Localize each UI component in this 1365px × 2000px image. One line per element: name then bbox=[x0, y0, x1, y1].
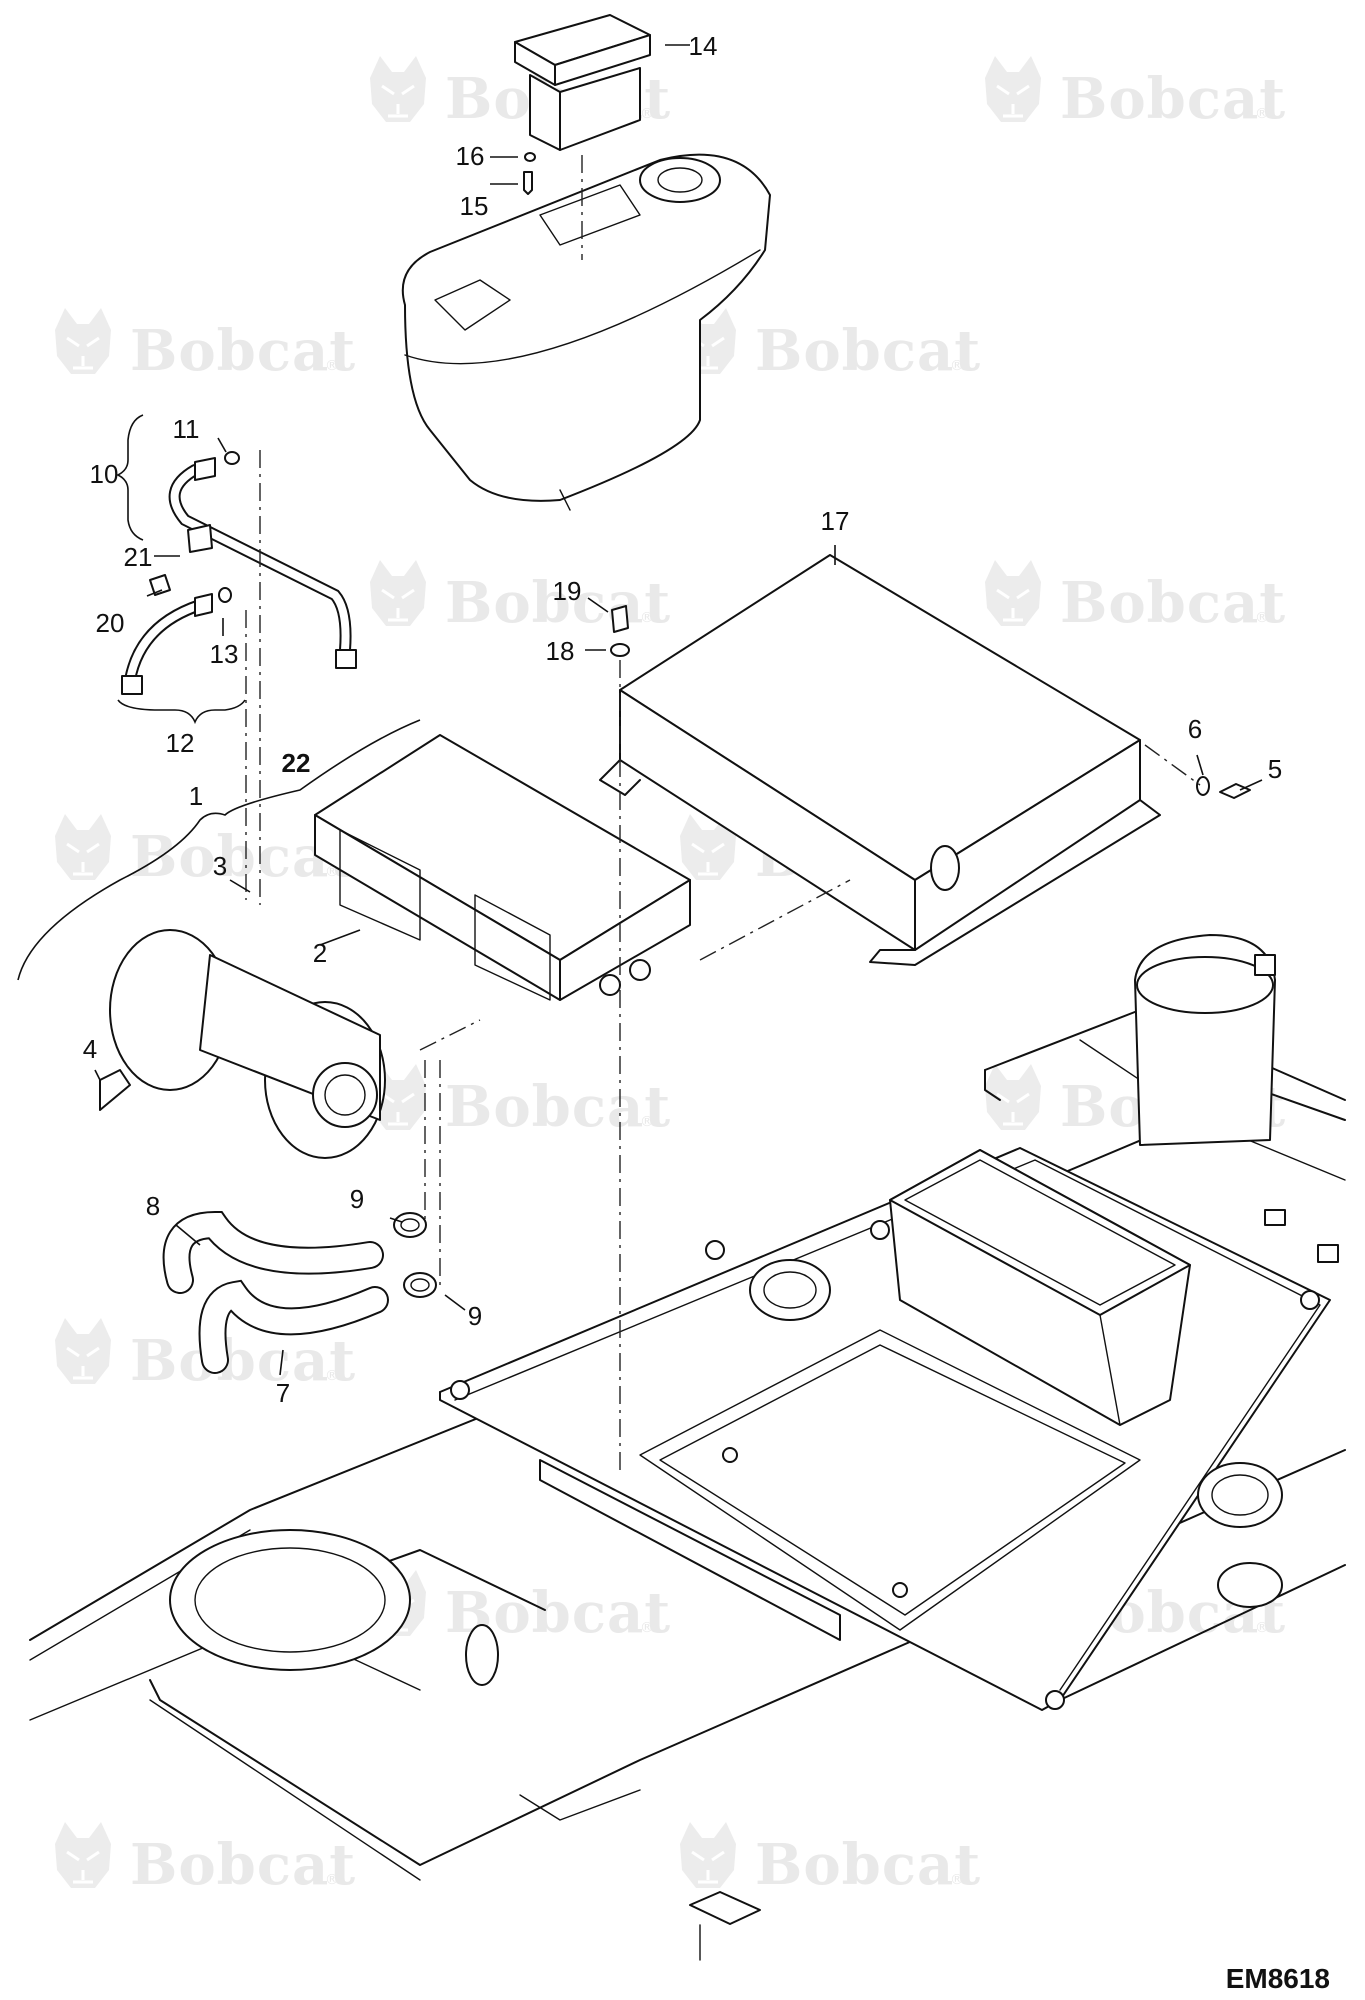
bobcat-logo-icon bbox=[53, 1820, 113, 1890]
callout-2: 2 bbox=[313, 938, 327, 968]
drawing-code: EM8618 bbox=[1226, 1963, 1330, 1994]
watermark-item: Bobcat ® bbox=[983, 558, 1286, 636]
callout-12: 12 bbox=[166, 728, 195, 758]
callout-11: 11 bbox=[173, 414, 200, 444]
callout-19: 19 bbox=[553, 576, 582, 606]
watermark-item: Bobcat ® bbox=[368, 1568, 670, 1646]
callout-15: 15 bbox=[460, 191, 489, 221]
part-2-heater-core bbox=[314, 734, 691, 1001]
watermark-registered: ® bbox=[640, 1620, 654, 1636]
bobcat-logo-icon bbox=[368, 54, 428, 124]
callout-4: 4 bbox=[83, 1034, 97, 1064]
bobcat-logo-icon bbox=[368, 558, 428, 628]
watermark-item: Bobcat ® bbox=[368, 1062, 671, 1140]
parts-18-19-bolt-washer bbox=[610, 605, 630, 657]
watermark-registered: ® bbox=[325, 1368, 339, 1384]
callout-16: 16 bbox=[456, 141, 485, 171]
part-7-hose bbox=[198, 1279, 389, 1374]
callout-3: 3 bbox=[213, 851, 227, 881]
part-4-bracket bbox=[99, 1069, 131, 1111]
watermark-text: Bobcat bbox=[130, 318, 356, 384]
watermark-text: Bobcat bbox=[755, 1832, 981, 1898]
watermark-item: Bobcat ® bbox=[678, 306, 981, 384]
watermark-text: Bobcat bbox=[755, 318, 981, 384]
leader-lines bbox=[17, 44, 1263, 1376]
watermark-text: Bobcat bbox=[130, 1832, 356, 1898]
callout-22: 22 bbox=[282, 748, 311, 778]
watermark-registered: ® bbox=[640, 106, 654, 122]
callout-5: 5 bbox=[1268, 754, 1282, 784]
callout-6: 6 bbox=[1188, 714, 1202, 744]
watermark-registered: ® bbox=[325, 1872, 339, 1888]
callout-labels: 1 2 3 4 5 6 7 8 9 9 10 11 12 13 14 15 16… bbox=[83, 31, 1282, 1408]
part-14-control-panel bbox=[514, 14, 651, 151]
part-9-clamps bbox=[393, 1212, 437, 1298]
watermark-item: Bobcat ® bbox=[983, 54, 1286, 132]
watermark-text: Bobcat bbox=[130, 1328, 356, 1394]
parts-5-6-bolt-washer bbox=[1196, 776, 1251, 799]
watermark-registered: ® bbox=[950, 358, 964, 374]
callout-20: 20 bbox=[96, 608, 125, 638]
watermark-registered: ® bbox=[1255, 106, 1269, 122]
callout-8: 8 bbox=[146, 1191, 160, 1221]
bobcat-logo-icon bbox=[53, 1316, 113, 1386]
bobcat-logo-icon bbox=[983, 54, 1043, 124]
callout-18: 18 bbox=[546, 636, 575, 666]
part-3-blower bbox=[109, 929, 386, 1159]
bobcat-logo-icon bbox=[983, 1062, 1043, 1132]
callout-17: 17 bbox=[821, 506, 850, 536]
watermark-text: Bobcat bbox=[1060, 570, 1286, 636]
part-10-tube bbox=[168, 457, 357, 669]
watermark-registered: ® bbox=[640, 610, 654, 626]
right-side-frame bbox=[984, 934, 1346, 1263]
callout-10: 10 bbox=[90, 459, 119, 489]
watermark-text: Bobcat bbox=[445, 570, 671, 636]
alignment-lines bbox=[245, 155, 1201, 1475]
callout-9b: 9 bbox=[468, 1301, 482, 1331]
part-17-cover bbox=[599, 554, 1161, 966]
watermark-registered: ® bbox=[325, 358, 339, 374]
watermark-item: Bobcat ® bbox=[53, 306, 356, 384]
watermark-item: Bobcat ® bbox=[53, 812, 355, 890]
watermark-registered: ® bbox=[1255, 610, 1269, 626]
callout-9a: 9 bbox=[350, 1184, 364, 1214]
part-8-hose bbox=[162, 1210, 384, 1294]
callout-14: 14 bbox=[689, 31, 718, 61]
watermark-item: Bobcat ® bbox=[53, 1316, 356, 1394]
watermark-text: Bobcat bbox=[445, 1074, 671, 1140]
callout-7: 7 bbox=[276, 1378, 290, 1408]
bobcat-logo-icon bbox=[983, 558, 1043, 628]
part-12-tube bbox=[121, 593, 213, 695]
air-duct bbox=[889, 1149, 1191, 1426]
small-fittings bbox=[149, 451, 240, 603]
watermark-text: Bobcat bbox=[1060, 66, 1286, 132]
callout-1: 1 bbox=[189, 781, 203, 811]
callout-21: 21 bbox=[124, 542, 153, 572]
bobcat-logo-icon bbox=[678, 1820, 738, 1890]
watermark-item: Bobcat ® bbox=[678, 1820, 981, 1898]
watermark-item: Bobcat ® bbox=[53, 1820, 356, 1898]
watermark-registered: ® bbox=[1255, 1620, 1269, 1636]
watermark-item: Bobcat ® bbox=[368, 558, 671, 636]
bobcat-logo-icon bbox=[53, 306, 113, 376]
watermark-registered: ® bbox=[640, 1114, 654, 1130]
watermark-registered: ® bbox=[950, 1872, 964, 1888]
callout-13: 13 bbox=[210, 639, 239, 669]
bobcat-logo-icon bbox=[53, 812, 113, 882]
parts-15-16-screw-washer bbox=[523, 152, 536, 195]
operator-console bbox=[401, 153, 771, 511]
